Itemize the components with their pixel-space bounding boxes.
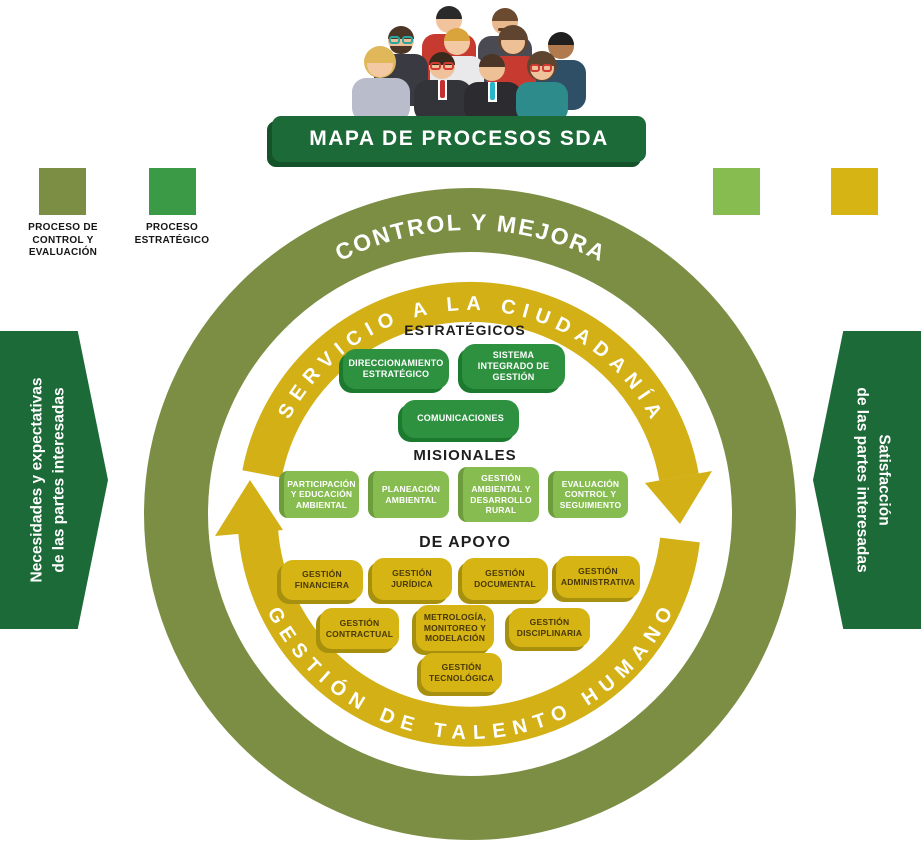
page-title: MAPA DE PROCESOS SDA	[309, 127, 609, 150]
person-figure	[414, 52, 472, 122]
legend-swatch-misional	[713, 168, 760, 215]
inner-ring-top-arrow	[242, 281, 699, 481]
process-box-gestion-documental: GESTIÓN DOCUMENTAL	[462, 558, 548, 600]
process-box-gestion-contractual: GESTIÓN CONTRACTUAL	[320, 608, 399, 649]
process-box-evaluacion-control-seguimiento: EVALUACIÓN CONTROL Y SEGUIMIENTO	[548, 471, 628, 518]
people-illustration	[352, 6, 586, 122]
inner-ring-bottom-arrow	[238, 527, 700, 747]
process-box-gestion-tecnologica: GESTIÓN TECNOLÓGICA	[421, 653, 502, 692]
legend-swatch-apoyo	[831, 168, 878, 215]
process-box-metrologia-monitoreo-modelacion: METROLOGÍA, MONITOREO Y MODELACIÓN	[416, 605, 494, 651]
process-box-gestion-administrativa: GESTIÓN ADMINISTRATIVA	[556, 556, 640, 598]
legend-label-control-evaluacion: PROCESO DE CONTROL Y EVALUACIÓN	[28, 222, 98, 258]
person-figure	[464, 54, 522, 122]
group-header-estrategicos: ESTRATÉGICOS	[404, 322, 526, 338]
person-figure	[352, 46, 410, 122]
process-box-gestion-ambiental-desarrollo-rural: GESTIÓN AMBIENTAL Y DESARROLLO RURAL	[458, 467, 539, 522]
process-box-gestion-disciplinaria: GESTIÓN DISCIPLINARIA	[509, 608, 590, 647]
process-box-direccionamiento-estrategico: DIRECCIONAMIENTO ESTRATÉGICO	[343, 349, 449, 389]
legend-swatch-control-evaluacion	[39, 168, 86, 215]
process-box-gestion-juridica: GESTIÓN JURÍDICA	[372, 558, 452, 600]
group-header-apoyo: DE APOYO	[419, 534, 511, 551]
process-box-planeacion-ambiental: PLANEACIÓN AMBIENTAL	[368, 471, 449, 518]
outer-ring	[144, 188, 796, 840]
legend-label-estrategico: PROCESO ESTRATÉGICO	[134, 222, 210, 246]
process-box-gestion-financiera: GESTIÓN FINANCIERA	[281, 560, 363, 600]
process-box-sistema-integrado-gestion: SISTEMA INTEGRADO DE GESTIÓN	[462, 344, 565, 389]
arrowhead-right-icon	[645, 471, 712, 524]
process-box-participacion-educacion-ambiental: PARTICIPACIÓN Y EDUCACIÓN AMBIENTAL	[279, 471, 359, 518]
title-banner: MAPA DE PROCESOS SDA	[272, 116, 646, 162]
person-figure	[516, 51, 568, 122]
arrowhead-left-icon	[215, 480, 283, 536]
legend-swatch-estrategico	[149, 168, 196, 215]
process-box-comunicaciones: COMUNICACIONES	[402, 400, 519, 438]
group-header-misionales: MISIONALES	[413, 447, 517, 464]
